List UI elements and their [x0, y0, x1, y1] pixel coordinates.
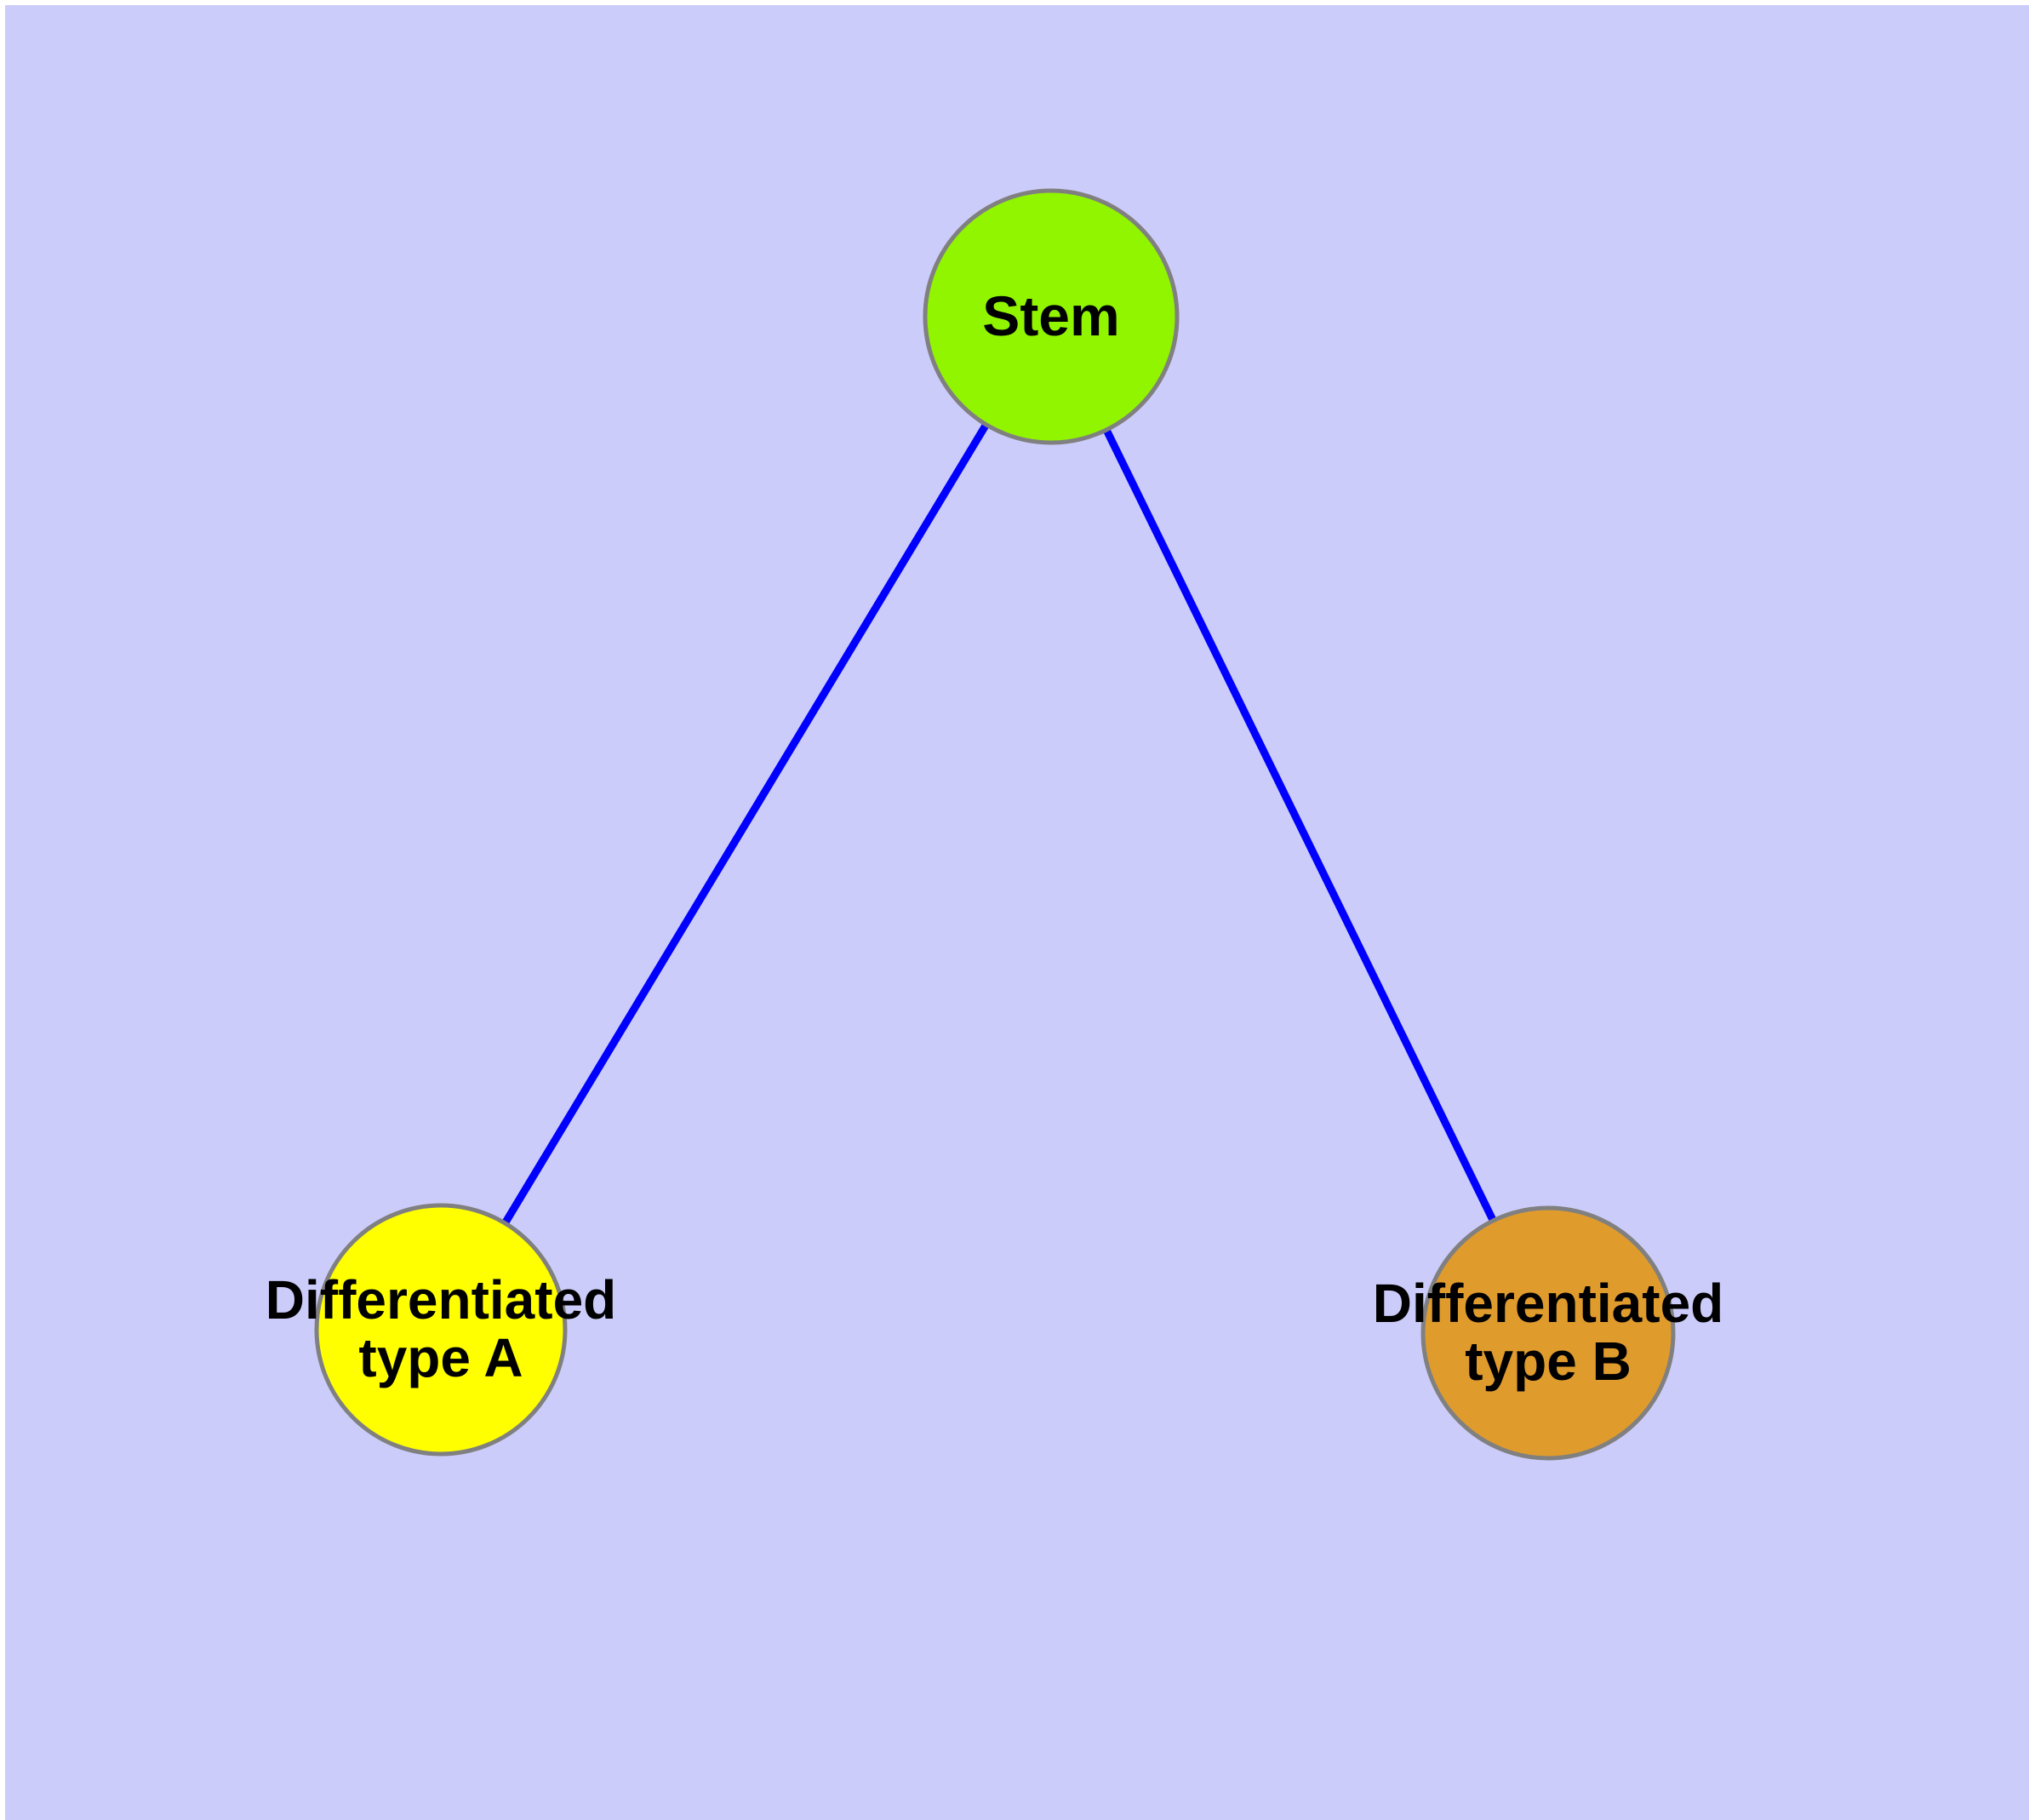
graph-svg [314, 188, 1676, 1461]
edge-layer [501, 422, 1497, 1226]
node-differentiated-type-b[interactable] [1420, 1205, 1676, 1461]
node-stem[interactable] [923, 188, 1180, 445]
node-layer [314, 188, 1676, 1461]
node-differentiated-type-a[interactable] [314, 1203, 568, 1457]
diagram-plot-area: Stem Differentiated type A Differentiate… [5, 5, 2029, 1820]
edge-stem-diff-a[interactable] [501, 422, 990, 1226]
edge-stem-diff-b[interactable] [1102, 427, 1497, 1222]
